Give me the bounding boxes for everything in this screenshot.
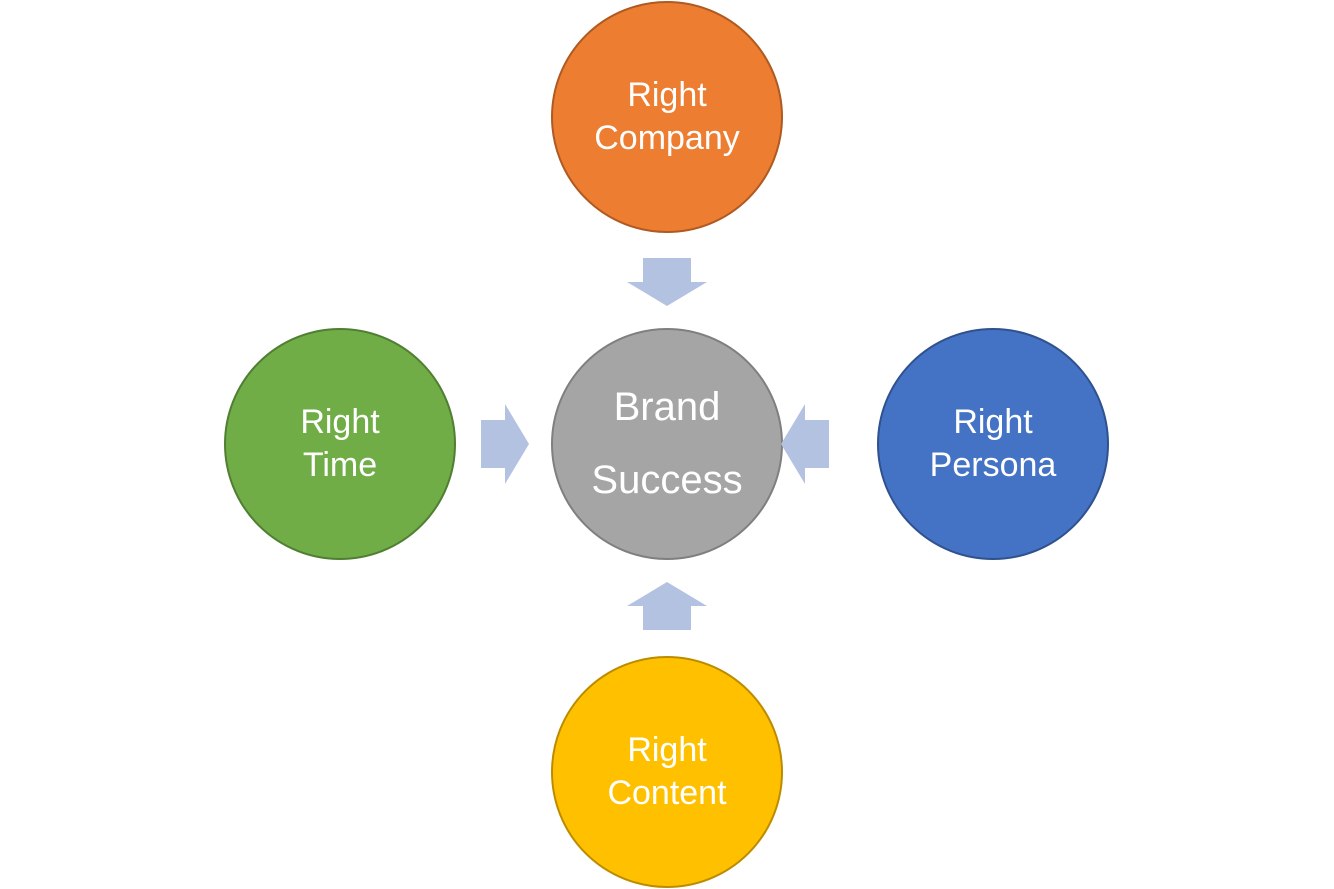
arrow-left-icon (775, 404, 855, 484)
node-label-line2: Success (591, 458, 743, 502)
node-label-line2: Time (302, 446, 378, 484)
node-label-line2: Content (607, 774, 727, 812)
node-right-content: Right Content (551, 656, 783, 888)
node-label-line2: Company (594, 119, 740, 157)
node-label-line1: Right (953, 403, 1033, 441)
arrow-up-icon (627, 580, 707, 660)
arrow-down-icon (627, 256, 707, 336)
node-right-time: Right Time (224, 328, 456, 560)
node-label-line1: Right (627, 76, 707, 114)
node-brand-success: Brand Success (551, 328, 783, 560)
node-label-line1: Brand (613, 385, 721, 429)
node-label-line1: Right (627, 731, 707, 769)
node-label-line1: Right (300, 403, 380, 441)
node-right-company: Right Company (551, 1, 783, 233)
node-label-line2: Persona (929, 446, 1057, 484)
arrow-right-icon (479, 404, 559, 484)
node-right-persona: Right Persona (877, 328, 1109, 560)
